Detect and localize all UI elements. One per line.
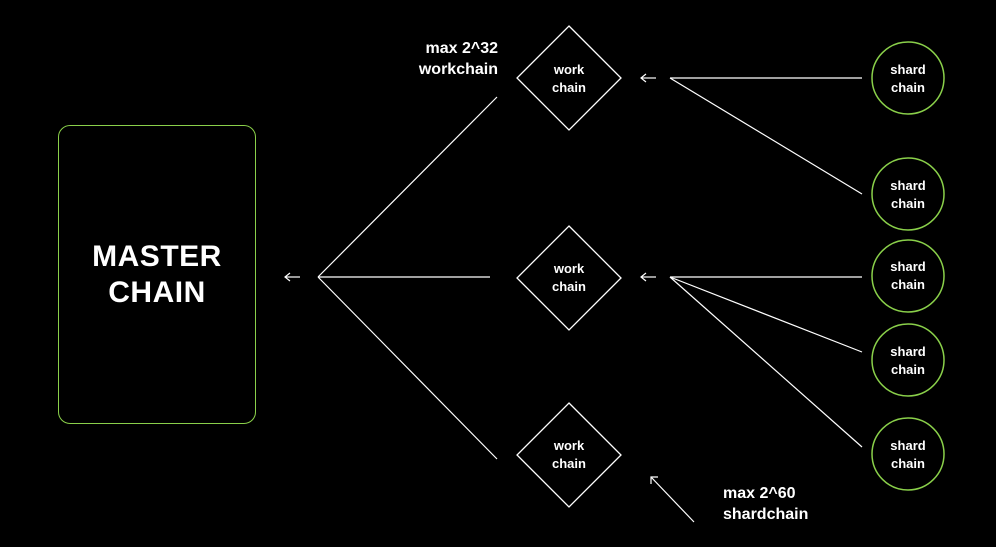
shardchain-label-5-line2: chain bbox=[891, 456, 925, 471]
shardchain-label-4: shard chain bbox=[873, 343, 943, 379]
shardchain-limit-line1: max 2^60 bbox=[723, 485, 796, 502]
workchain-label-bottom-line1: work bbox=[553, 438, 585, 453]
workchain-label-middle-line1: work bbox=[553, 261, 585, 276]
connector-master-to-workchain-bottom bbox=[317, 276, 498, 460]
shardchain-limit-annotation: max 2^60 shardchain bbox=[723, 483, 808, 525]
shardchain-limit-line2: shardchain bbox=[723, 506, 809, 523]
shardchain-label-1-line2: chain bbox=[891, 80, 925, 95]
shardchain-label-5: shard chain bbox=[873, 437, 943, 473]
workchain-label-bottom-line2: chain bbox=[552, 456, 586, 471]
workchain-diamond-bottom bbox=[516, 402, 622, 508]
arrow-into-master-chain bbox=[284, 272, 300, 282]
shardchain-label-2-line2: chain bbox=[891, 196, 925, 211]
workchain-label-top-line2: chain bbox=[552, 80, 586, 95]
shardchain-label-4-line2: chain bbox=[891, 362, 925, 377]
workchain-label-middle-line2: chain bbox=[552, 279, 586, 294]
workchain-label-bottom: work chain bbox=[534, 437, 604, 473]
connector-shard-4-to-workchain-middle bbox=[669, 276, 863, 353]
shardchain-circle-4 bbox=[871, 323, 945, 397]
workchain-label-top: work chain bbox=[534, 61, 604, 97]
shardchain-label-1-line1: shard bbox=[890, 62, 926, 77]
workchain-label-middle: work chain bbox=[534, 260, 604, 296]
master-chain-box: MASTER CHAIN bbox=[58, 125, 256, 424]
arrow-into-workchain-top bbox=[640, 73, 656, 83]
connector-shard-2-to-workchain-top bbox=[669, 77, 863, 195]
shardchain-label-1: shard chain bbox=[873, 61, 943, 97]
workchain-limit-line1: max 2^32 bbox=[425, 40, 498, 57]
shardchain-label-3-line1: shard bbox=[890, 259, 926, 274]
shardchain-label-2-line1: shard bbox=[890, 178, 926, 193]
workchain-limit-annotation: max 2^32 workchain bbox=[403, 38, 498, 80]
workchain-diamond-middle bbox=[516, 225, 622, 331]
shardchain-circle-5 bbox=[871, 417, 945, 491]
master-chain-label-line1: MASTER bbox=[92, 239, 222, 273]
shardchain-label-2: shard chain bbox=[873, 177, 943, 213]
workchain-limit-line2: workchain bbox=[418, 61, 498, 78]
connector-master-to-workchain-top bbox=[317, 96, 498, 278]
shardchain-circle-2 bbox=[871, 157, 945, 231]
shardchain-label-5-line1: shard bbox=[890, 438, 926, 453]
shardchain-label-3-line2: chain bbox=[891, 277, 925, 292]
shardchain-label-4-line1: shard bbox=[890, 344, 926, 359]
arrow-into-workchain-middle bbox=[640, 272, 656, 282]
arrow-into-workchain-bottom bbox=[650, 476, 695, 523]
shardchain-circle-3 bbox=[871, 239, 945, 313]
shardchain-label-3: shard chain bbox=[873, 258, 943, 294]
workchain-label-top-line1: work bbox=[553, 62, 585, 77]
master-chain-label-line2: CHAIN bbox=[108, 275, 206, 309]
connector-shard-5-to-workchain-middle bbox=[669, 276, 863, 448]
workchain-diamond-top bbox=[516, 25, 622, 131]
shardchain-circle-1 bbox=[871, 41, 945, 115]
